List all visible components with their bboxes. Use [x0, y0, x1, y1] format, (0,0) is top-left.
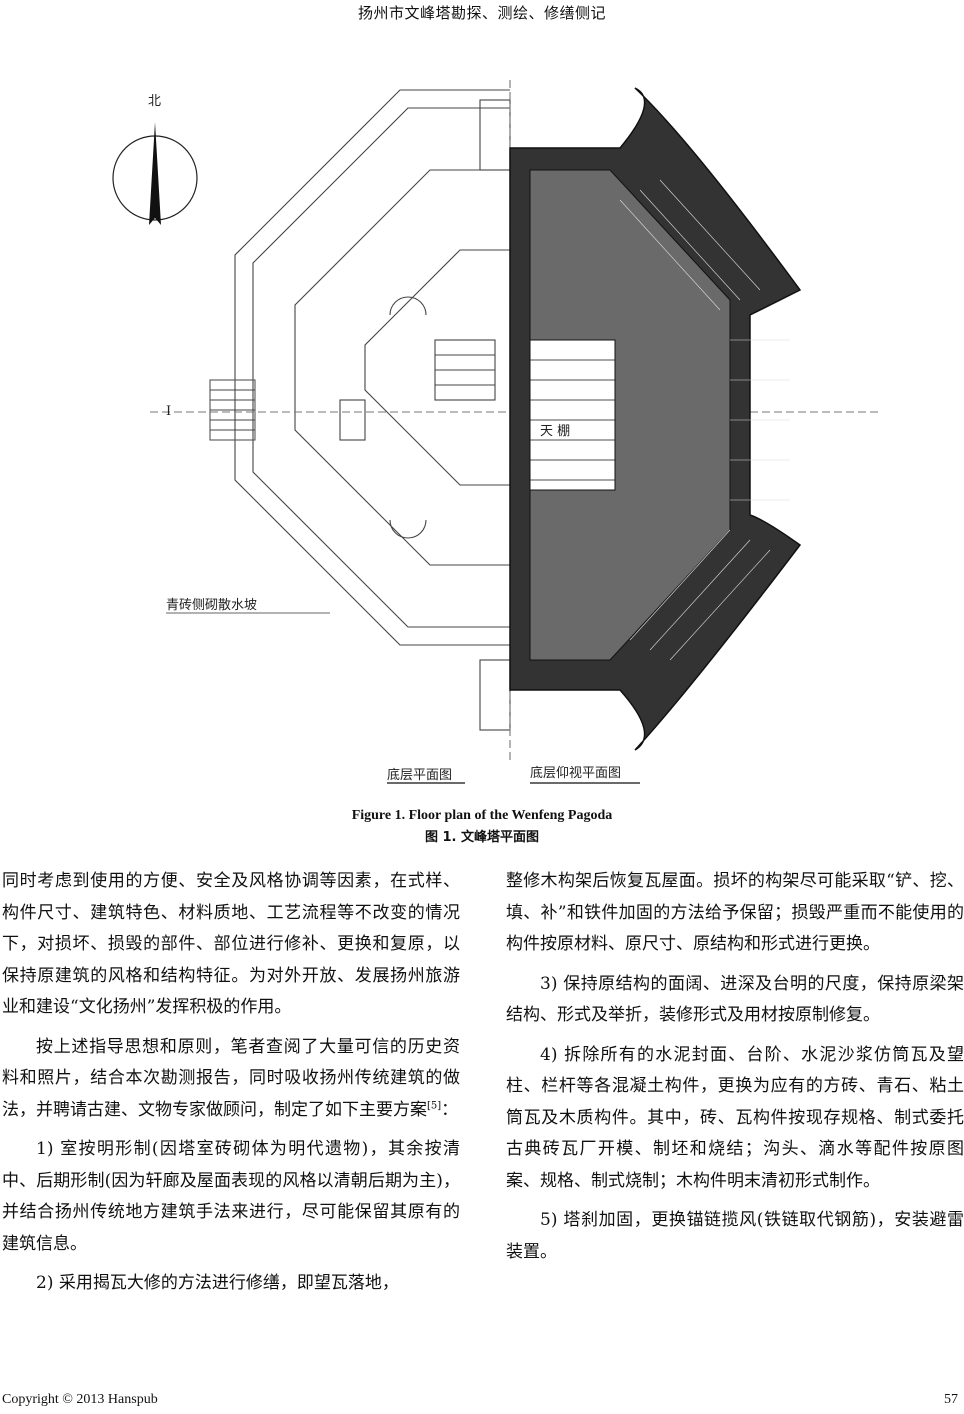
- citation: [5]: [427, 1099, 442, 1111]
- right-plan-label: 底层仰视平面图: [530, 765, 621, 781]
- paragraph: 4) 拆除所有的水泥封面、台阶、水泥沙浆仿筒瓦及望柱、栏杆等各混凝土构件，更换为…: [506, 1044, 964, 1191]
- section-mark: I: [166, 404, 171, 419]
- floor-plan-drawing: 北: [112, 80, 880, 784]
- running-header: 扬州市文峰塔勘探、测绘、修缮侧记: [357, 4, 606, 22]
- paragraph: 3) 保持原结构的面阔、进深及台明的尺度，保持原梁架结构、形式及举折，装修形式及…: [506, 973, 964, 1026]
- floor-plan-figure: 北: [100, 60, 880, 800]
- ceiling-plan: 天 棚: [509, 87, 802, 751]
- figure-caption-en: Figure 1. Floor plan of the Wenfeng Pago…: [351, 808, 613, 823]
- skylight-label: 天 棚: [540, 424, 570, 439]
- north-label: 北: [148, 94, 161, 109]
- left-plan-label: 底层平面图: [387, 767, 452, 783]
- page-number: 57: [944, 1392, 958, 1407]
- paragraph: 5) 塔刹加固，更换锚链揽风(铁链取代钢筋)，安装避雷装置。: [506, 1210, 964, 1262]
- right-column: 整修木构架后恢复瓦屋面。损坏的构架尽可能采取“铲、挖、填、补”和铁件加固的方法给…: [506, 866, 964, 1276]
- left-column: 同时考虑到使用的方便、安全及风格协调等因素，在式样、构件尺寸、建筑特色、材料质地…: [2, 866, 460, 1308]
- paragraph: 整修木构架后恢复瓦屋面。损坏的构架尽可能采取“铲、挖、填、补”和铁件加固的方法给…: [506, 871, 964, 954]
- figure-caption-cn: 图 1. 文峰塔平面图: [424, 830, 540, 845]
- copyright: Copyright © 2013 Hanspub: [2, 1392, 158, 1407]
- paragraph: 同时考虑到使用的方便、安全及风格协调等因素，在式样、构件尺寸、建筑特色、材料质地…: [2, 871, 460, 1017]
- paragraph: 2) 采用揭瓦大修的方法进行修缮，即望瓦落地，: [36, 1273, 399, 1293]
- paragraph: 1) 室按明形制(因塔室砖砌体为明代遗物)，其余按清中、后期形制(因为轩廊及屋面…: [2, 1139, 460, 1254]
- apron-label: 青砖侧砌散水坡: [166, 598, 257, 613]
- paragraph: 按上述指导思想和原则，笔者查阅了大量可信的历史资料和照片，结合本次勘测报告，同时…: [2, 1036, 460, 1120]
- north-compass: 北: [112, 94, 198, 225]
